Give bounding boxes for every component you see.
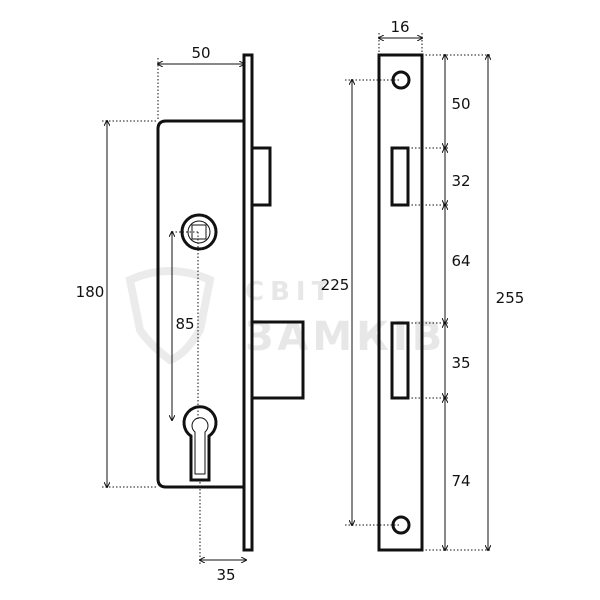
cylinder-cutout <box>182 405 218 482</box>
dim-height: 180 <box>76 283 105 301</box>
dim-chain-5: 74 <box>451 472 470 490</box>
dim-chain-3: 64 <box>451 252 470 270</box>
dim-hole-spacing: 225 <box>321 276 350 294</box>
faceplate-side <box>242 53 254 552</box>
dim-chain-2: 32 <box>451 172 470 190</box>
deadbolt-slot <box>390 321 410 400</box>
dim-center-distance: 85 <box>175 315 194 333</box>
lock-side-view: 50 180 85 35 <box>76 44 305 584</box>
deadbolt <box>250 320 305 400</box>
latch-slot <box>390 146 410 207</box>
spindle-hole <box>180 213 218 251</box>
screw-hole-bottom <box>391 515 411 535</box>
dim-width: 16 <box>390 18 409 36</box>
dim-bottom-offset: 35 <box>216 566 235 584</box>
faceplate-front-view: 16 50 32 64 35 74 225 255 <box>321 18 525 552</box>
latch-bolt <box>250 146 272 207</box>
dim-total-length: 255 <box>496 289 525 307</box>
lock-body <box>156 119 244 489</box>
dim-backset: 50 <box>191 44 210 62</box>
dim-chain-1: 50 <box>451 95 470 113</box>
screw-hole-top <box>391 70 411 90</box>
svg-text:СВІТ: СВІТ <box>245 277 335 307</box>
dim-chain-4: 35 <box>451 354 470 372</box>
faceplate-front <box>377 53 424 552</box>
